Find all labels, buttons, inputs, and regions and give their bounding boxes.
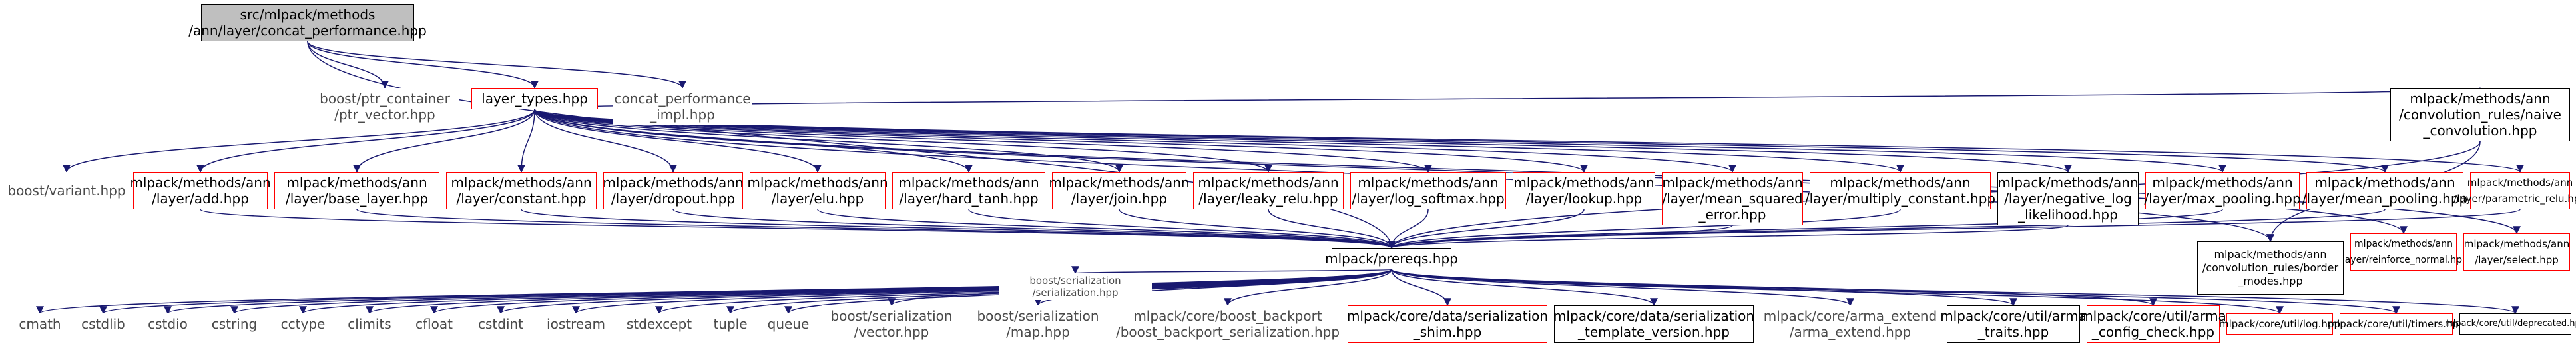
edge-prereq-4 (817, 209, 1396, 249)
node-util-timers[interactable]: mlpack/core/util/timers.hpp (2328, 313, 2465, 335)
node-arma-config-check[interactable]: mlpack/core/util/arma _config_check.hpp (2080, 305, 2226, 343)
node-layer-types[interactable]: layer_types.hpp (471, 88, 598, 109)
node-util-deprecated[interactable]: mlpack/core/util/deprecated.hpp (2445, 313, 2576, 335)
node-concat-impl[interactable]: concat_performance _impl.hpp (613, 88, 752, 125)
edge-types-4 (534, 109, 677, 173)
node-layer-constant[interactable]: mlpack/methods/ann /layer/constant.hpp (446, 172, 597, 209)
node-layer-reinforce-normal[interactable]: mlpack/methods/ann /layer/reinforce_norm… (2339, 233, 2468, 271)
edge-types-7 (534, 109, 1123, 173)
edge-root-concat-impl (307, 41, 686, 89)
node-boost-serialization-map[interactable]: boost/serialization /map.hpp (968, 305, 1108, 343)
node-layer-mean-pooling[interactable]: mlpack/methods/ann /layer/mean_pooling.h… (2302, 172, 2467, 209)
node-cstdlib[interactable]: cstdlib (73, 313, 133, 335)
node-cstring[interactable]: cstring (202, 313, 266, 335)
edge-types-0 (63, 109, 535, 173)
node-layer-parametric-relu[interactable]: mlpack/methods/ann /layer/parametric_rel… (2453, 172, 2576, 209)
edge-prereq-6 (1119, 209, 1396, 249)
edge-prereq-5 (968, 209, 1396, 249)
root-node-concat-performance[interactable]: src/mlpack/methods /ann/layer/concat_per… (188, 4, 427, 41)
edge-prereq-14 (1388, 209, 2386, 249)
node-serialization-shim[interactable]: mlpack/core/data/serialization _shim.hpp (1347, 305, 1548, 343)
edge-pre-16 (1391, 269, 1658, 307)
edge-pre-21 (1391, 269, 2400, 315)
node-serialization-template-version[interactable]: mlpack/core/data/serialization _template… (1553, 305, 1754, 343)
edge-prereq-15 (1388, 209, 2521, 249)
edge-prereq-3 (672, 209, 1396, 249)
node-layer-select[interactable]: mlpack/methods/ann /layer/select.hpp (2463, 233, 2570, 271)
node-boost-backport[interactable]: mlpack/core/boost_backport /boost_backpo… (1115, 305, 1341, 343)
edge-types-3 (517, 109, 535, 173)
edge-prereq-2 (521, 209, 1396, 249)
node-layer-base-layer[interactable]: mlpack/methods/ann /layer/base_layer.hpp (274, 172, 439, 209)
node-cstdio[interactable]: cstdio (140, 313, 196, 335)
edge-prereq-7 (1268, 209, 1396, 249)
node-boost-variant[interactable]: boost/variant.hpp (7, 172, 127, 209)
edge-types-10 (534, 109, 1588, 173)
edge-types-1 (196, 109, 535, 173)
edge-types-9 (534, 109, 1432, 173)
node-naive-convolution[interactable]: mlpack/methods/ann /convolution_rules/na… (2390, 88, 2570, 141)
edge-pre-serialization (1072, 265, 1392, 275)
node-cstdint[interactable]: cstdint (469, 313, 533, 335)
edge-pre-14 (1224, 269, 1392, 307)
node-layer-hard-tanh[interactable]: mlpack/methods/ann /layer/hard_tanh.hpp (892, 172, 1045, 209)
node-cfloat[interactable]: cfloat (406, 313, 462, 335)
node-cctype[interactable]: cctype (273, 313, 333, 335)
edge-pre-20 (1391, 269, 2284, 315)
edge-types-13 (534, 109, 2072, 173)
edge-prereq-1 (356, 209, 1396, 249)
edge-types-14 (534, 109, 2226, 173)
edge-prereq-13 (1388, 209, 2223, 249)
edge-prereq-12 (1388, 225, 2069, 249)
node-border-modes[interactable]: mlpack/methods/ann /convolution_rules/bo… (2197, 241, 2344, 295)
node-layer-lookup[interactable]: mlpack/methods/ann /layer/lookup.hpp (1513, 172, 1655, 209)
node-iostream[interactable]: iostream (539, 313, 613, 335)
edge-types-11 (534, 109, 1736, 173)
edge-prereq-0 (200, 209, 1396, 249)
edge-pre-17 (1391, 269, 1854, 307)
node-layer-max-pooling[interactable]: mlpack/methods/ann /layer/max_pooling.hp… (2144, 172, 2301, 209)
edge-types-2 (353, 109, 535, 173)
edge-types-17 (534, 87, 2483, 110)
edge-types-5 (534, 109, 822, 173)
node-queue[interactable]: queue (762, 313, 815, 335)
node-layer-elu[interactable]: mlpack/methods/ann /layer/elu.hpp (747, 172, 888, 209)
edge-pre-15 (1391, 269, 1451, 307)
node-climits[interactable]: climits (340, 313, 399, 335)
node-layer-dropout[interactable]: mlpack/methods/ann /layer/dropout.hpp (603, 172, 744, 209)
edge-root-ptr-vector (307, 41, 389, 89)
node-layer-log-softmax[interactable]: mlpack/methods/ann /layer/log_softmax.hp… (1350, 172, 1506, 209)
edge-root-prereqs (307, 41, 1396, 249)
edge-root-layer-types (307, 41, 539, 89)
node-prereqs[interactable]: mlpack/prereqs.hpp (1325, 248, 1458, 269)
node-layer-leaky-relu[interactable]: mlpack/methods/ann /layer/leaky_relu.hpp (1193, 172, 1344, 209)
node-layer-negative-log-likelihood[interactable]: mlpack/methods/ann /layer/negative_log _… (1997, 172, 2139, 225)
edge-pre-22 (1391, 269, 2519, 315)
node-stdexcept[interactable]: stdexcept (619, 313, 699, 335)
edge-types-8 (534, 109, 1272, 173)
edge-prereq-11 (1388, 209, 1901, 249)
node-boost-serialization-serialization[interactable]: boost/serialization /serialization.hpp (999, 273, 1152, 300)
node-arma-traits[interactable]: mlpack/core/util/arma _traits.hpp (1940, 305, 2087, 343)
node-cmath[interactable]: cmath (13, 313, 67, 335)
edge-prereq-9 (1388, 209, 1585, 249)
node-layer-join[interactable]: mlpack/methods/ann /layer/join.hpp (1049, 172, 1190, 209)
node-layer-mean-squared-error[interactable]: mlpack/methods/ann /layer/mean_squared _… (1662, 172, 1803, 225)
node-layer-add[interactable]: mlpack/methods/ann /layer/add.hpp (130, 172, 271, 209)
node-boost-serialization-vector[interactable]: boost/serialization /vector.hpp (822, 305, 961, 343)
node-util-log[interactable]: mlpack/core/util/log.hpp (2219, 313, 2340, 335)
node-tuple[interactable]: tuple (706, 313, 755, 335)
node-arma-extend[interactable]: mlpack/core/arma_extend /arma_extend.hpp (1760, 305, 1940, 343)
node-layer-multiply-constant[interactable]: mlpack/methods/ann /layer/multiply_const… (1805, 172, 1995, 209)
node-ptr-vector[interactable]: boost/ptr_container /ptr_vector.hpp (310, 88, 459, 125)
